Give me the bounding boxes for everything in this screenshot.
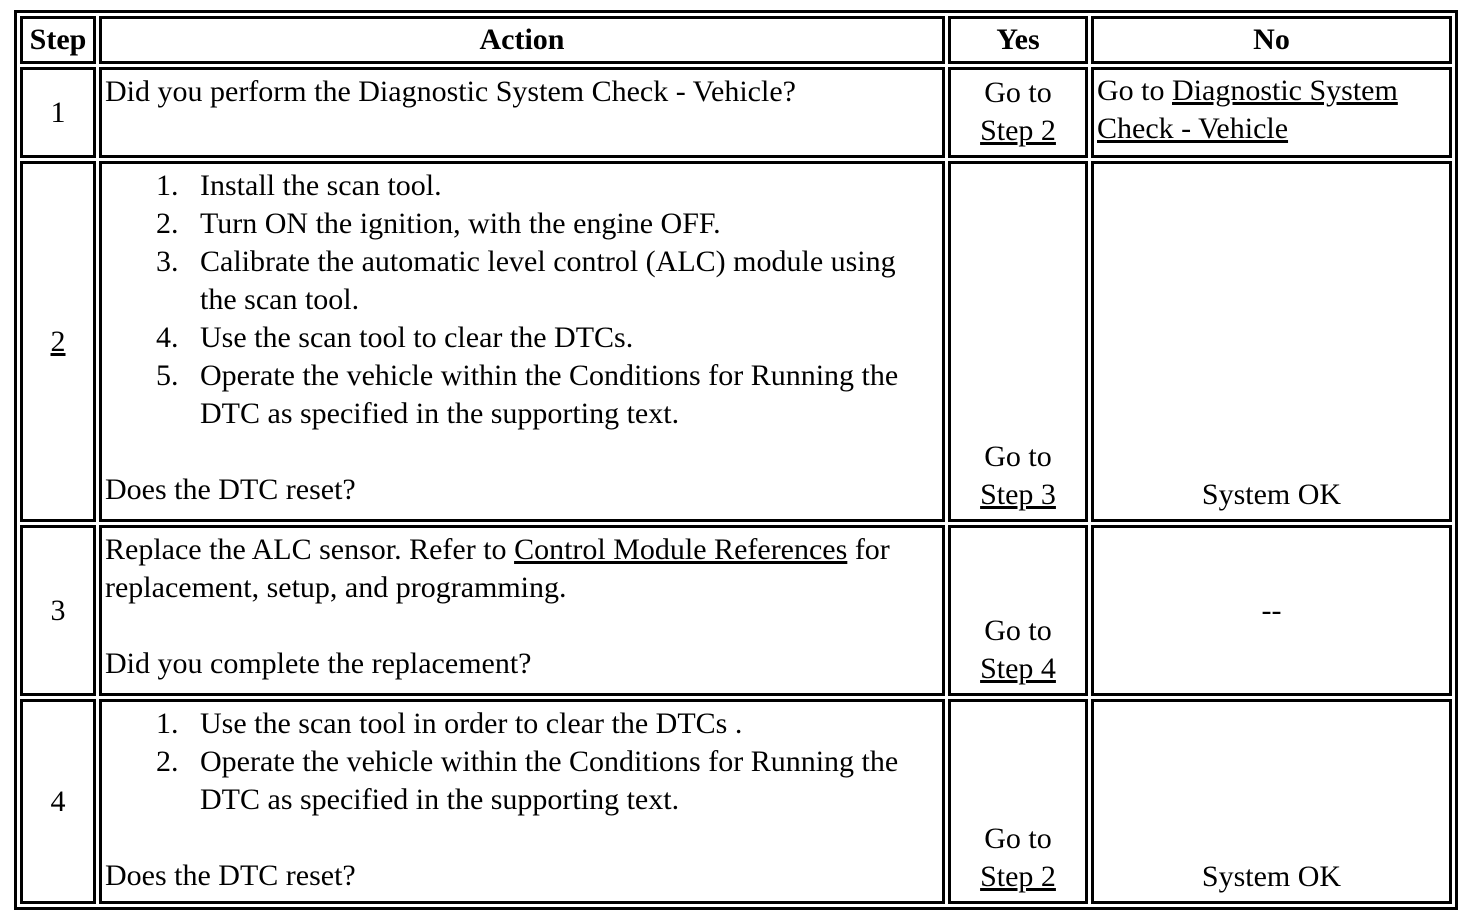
goto-prefix: Go to — [984, 822, 1052, 855]
list-item: 1. Use the scan tool in order to clear t… — [156, 705, 938, 743]
list-item: 4. Use the scan tool to clear the DTCs. — [156, 319, 938, 357]
goto-prefix: Go to — [1097, 74, 1172, 107]
header-yes: Yes — [948, 16, 1088, 64]
step-2-anchor[interactable]: 2 — [50, 324, 66, 358]
list-item: 3. Calibrate the automatic level control… — [156, 243, 938, 319]
no-cell-1: Go to Diagnostic System Check - Vehicle — [1091, 67, 1452, 158]
action-cell-4: 1. Use the scan tool in order to clear t… — [99, 699, 945, 904]
action-text-after: for replacement, setup, and programming. — [105, 533, 890, 604]
action-question: Does the DTC reset? — [105, 473, 356, 506]
action-question: Did you perform the Diagnostic System Ch… — [105, 75, 796, 108]
table-row-step-3: 3 Replace the ALC sensor. Refer to Contr… — [20, 525, 1452, 696]
table-row-step-2: 2 1. Install the scan tool. 2. Turn ON t… — [20, 161, 1452, 522]
list-item-number: 2. — [156, 745, 179, 778]
step-4-link[interactable]: Step 4 — [980, 652, 1056, 685]
list-item: 5. Operate the vehicle within the Condit… — [156, 357, 938, 433]
list-item-number: 4. — [156, 321, 179, 354]
list-item: 2. Operate the vehicle within the Condit… — [156, 743, 938, 819]
list-item-text: Operate the vehicle within the Condition… — [200, 359, 899, 430]
step-2-link[interactable]: Step 2 — [980, 860, 1056, 893]
action-text-before: Replace the ALC sensor. Refer to — [105, 533, 515, 566]
list-item-text: Use the scan tool to clear the DTCs. — [200, 321, 634, 354]
list-item-text: Install the scan tool. — [200, 169, 442, 202]
step-3-link[interactable]: Step 3 — [980, 478, 1056, 511]
step-number-3: 3 — [20, 525, 96, 696]
no-cell-4: System OK — [1091, 699, 1452, 904]
no-cell-2: System OK — [1091, 161, 1452, 522]
step-number-1: 1 — [20, 67, 96, 158]
no-text: Go to Diagnostic System Check - Vehicle — [1097, 72, 1447, 148]
yes-cell-2: Go to Step 3 — [948, 161, 1088, 522]
goto-prefix: Go to — [984, 614, 1052, 647]
no-text: -- — [1261, 593, 1282, 627]
no-text: System OK — [1201, 860, 1342, 893]
yes-cell-1: Go to Step 2 — [948, 67, 1088, 158]
step-label: 4 — [50, 784, 66, 818]
header-step: Step — [20, 16, 96, 64]
diagnostic-table-page: Step Action Yes No 1 Did you perform the… — [14, 10, 1472, 910]
goto-prefix: Go to — [984, 76, 1052, 109]
diagnostic-table: Step Action Yes No 1 Did you perform the… — [14, 10, 1458, 910]
list-item-number: 2. — [156, 207, 179, 240]
list-item-number: 1. — [156, 169, 179, 202]
action-cell-2: 1. Install the scan tool. 2. Turn ON the… — [99, 161, 945, 522]
list-item-text: Calibrate the automatic level control (A… — [200, 245, 896, 316]
header-no: No — [1091, 16, 1452, 64]
no-cell-3: -- — [1091, 525, 1452, 696]
list-item-text: Turn ON the ignition, with the engine OF… — [200, 207, 721, 240]
list-item-text: Operate the vehicle within the Condition… — [200, 745, 899, 816]
table-row-step-4: 4 1. Use the scan tool in order to clear… — [20, 699, 1452, 904]
list-item-text: Use the scan tool in order to clear the … — [200, 707, 743, 740]
control-module-references-link[interactable]: Control Module References — [514, 533, 848, 566]
goto-prefix: Go to — [984, 440, 1052, 473]
action-cell-3: Replace the ALC sensor. Refer to Control… — [99, 525, 945, 696]
table-row-step-1: 1 Did you perform the Diagnostic System … — [20, 67, 1452, 158]
list-item-number: 3. — [156, 245, 179, 278]
list-item: 2. Turn ON the ignition, with the engine… — [156, 205, 938, 243]
action-text: Replace the ALC sensor. Refer to Control… — [105, 531, 938, 607]
diagnostic-system-check-link[interactable]: Diagnostic System Check - Vehicle — [1097, 74, 1398, 145]
step-2-link[interactable]: Step 2 — [980, 114, 1056, 147]
action-numbered-list: 1. Install the scan tool. 2. Turn ON the… — [105, 167, 938, 433]
list-item: 1. Install the scan tool. — [156, 167, 938, 205]
action-numbered-list: 1. Use the scan tool in order to clear t… — [105, 705, 938, 819]
header-action: Action — [99, 16, 945, 64]
header-row: Step Action Yes No — [20, 16, 1452, 64]
list-item-number: 1. — [156, 707, 179, 740]
yes-cell-4: Go to Step 2 — [948, 699, 1088, 904]
list-item-number: 5. — [156, 359, 179, 392]
action-question: Does the DTC reset? — [105, 859, 356, 892]
step-label: 3 — [50, 593, 66, 627]
yes-cell-3: Go to Step 4 — [948, 525, 1088, 696]
no-text: System OK — [1201, 478, 1342, 511]
step-number-4: 4 — [20, 699, 96, 904]
step-label: 1 — [50, 95, 66, 129]
step-number-2: 2 — [20, 161, 96, 522]
action-cell-1: Did you perform the Diagnostic System Ch… — [99, 67, 945, 158]
action-question: Did you complete the replacement? — [105, 647, 532, 680]
